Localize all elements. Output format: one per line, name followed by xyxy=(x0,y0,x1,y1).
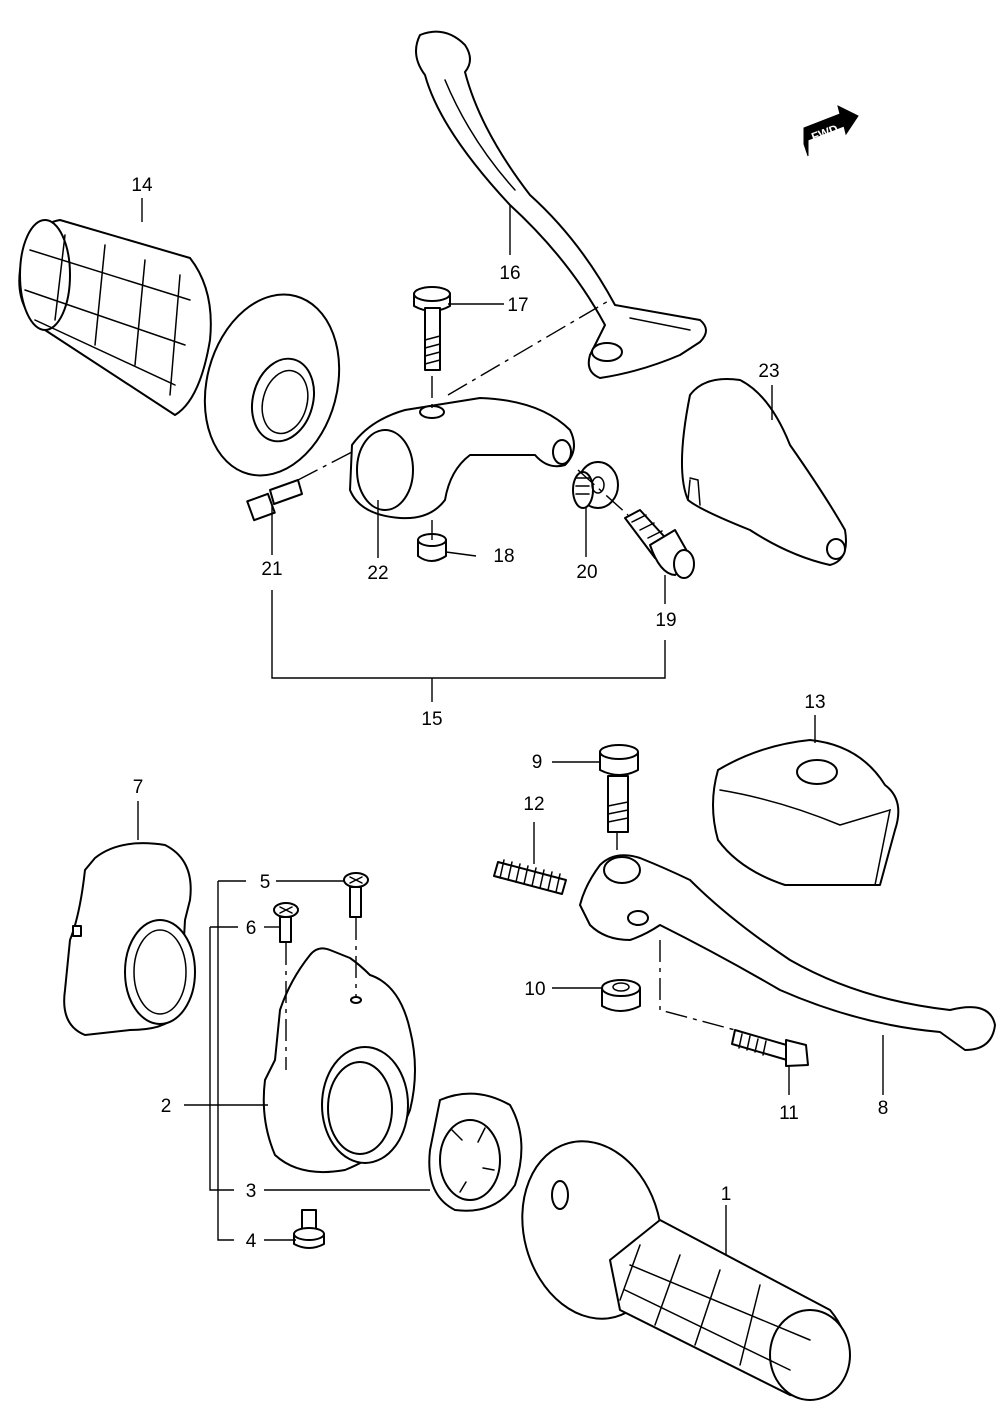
switch-ring xyxy=(428,1092,523,1212)
callout-10: 10 xyxy=(524,979,545,1000)
screw-5 xyxy=(343,872,369,918)
lever-holder xyxy=(349,397,575,520)
lever-lower xyxy=(579,854,996,1051)
spring-12 xyxy=(493,859,567,895)
callout-13: 13 xyxy=(804,692,825,713)
callout-2: 2 xyxy=(161,1096,172,1117)
callout-14: 14 xyxy=(131,175,153,196)
callout-5: 5 xyxy=(260,872,271,893)
callout-1: 1 xyxy=(721,1184,732,1205)
callout-18: 18 xyxy=(493,546,514,567)
callout-4: 4 xyxy=(246,1231,257,1252)
bolt-9 xyxy=(599,744,639,833)
nut-10 xyxy=(601,979,641,1012)
callout-19: 19 xyxy=(655,610,676,631)
screw-6 xyxy=(273,902,299,943)
grip-left xyxy=(18,219,341,477)
bolt-11 xyxy=(731,1029,809,1067)
adjuster-bolt-19 xyxy=(624,509,695,579)
callout-23: 23 xyxy=(758,361,779,382)
adjuster-nut-20 xyxy=(572,461,619,509)
callout-6: 6 xyxy=(246,918,257,939)
callout-11: 11 xyxy=(779,1103,799,1124)
switch-cover-7 xyxy=(63,842,196,1036)
callout-17: 17 xyxy=(507,295,528,316)
callout-15: 15 xyxy=(421,709,442,730)
callout-22: 22 xyxy=(367,563,388,584)
grip-right xyxy=(521,1140,851,1401)
bolt-17 xyxy=(413,286,451,371)
callout-20: 20 xyxy=(576,562,597,583)
callout-12: 12 xyxy=(523,794,544,815)
callout-3: 3 xyxy=(246,1181,257,1202)
callout-16: 16 xyxy=(499,263,520,284)
switch-housing xyxy=(262,947,416,1174)
callout-9: 9 xyxy=(532,752,543,773)
fwd-arrow-icon: FWD xyxy=(803,105,859,157)
callout-8: 8 xyxy=(878,1098,889,1119)
callout-21: 21 xyxy=(261,559,282,580)
lever-upper xyxy=(415,30,707,379)
callout-7: 7 xyxy=(133,777,144,798)
lever-cover xyxy=(680,378,847,566)
switch-cover-13 xyxy=(712,739,900,886)
bolt-4 xyxy=(293,1209,325,1249)
bolt-21 xyxy=(246,479,303,522)
